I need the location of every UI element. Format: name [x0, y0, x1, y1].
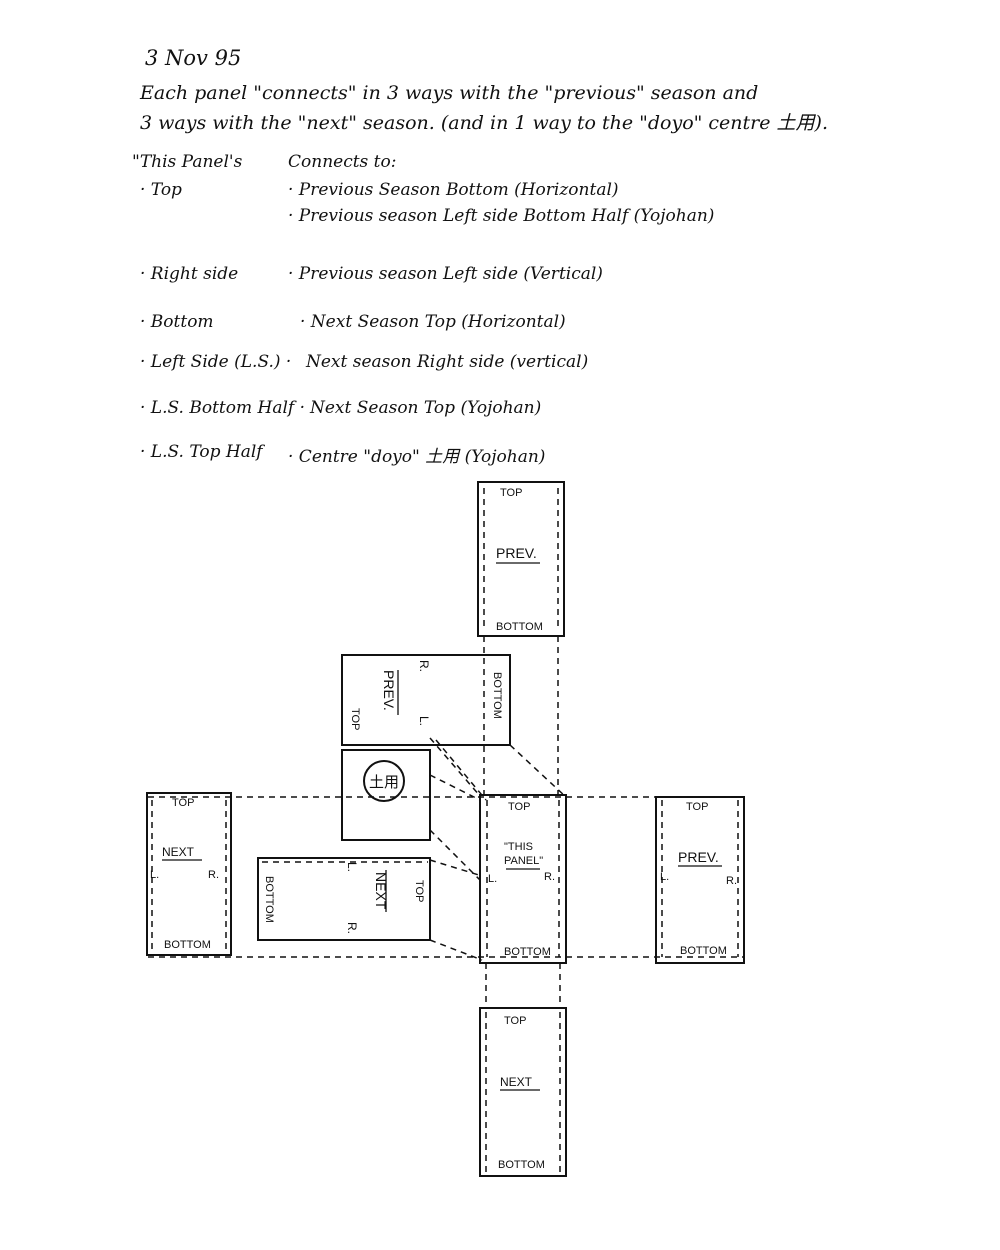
- left-panel-left-label: L.: [150, 869, 159, 881]
- rotated-next-bottom-label: BOTTOM: [263, 876, 275, 923]
- date-heading: 3 Nov 95: [145, 46, 242, 70]
- top-panel-bottom-label: BOTTOM: [496, 621, 543, 633]
- row-target-right-side: · Previous season Left side (Vertical): [288, 264, 603, 284]
- centre-doyo-outline: [341, 749, 431, 841]
- right-panel-left-label: L.: [660, 871, 669, 883]
- row-label-bottom: · Bottom: [140, 312, 214, 332]
- row-target-top-1: · Previous Season Bottom (Horizontal): [288, 180, 619, 200]
- row-label-ls-bottom-half: · L.S. Bottom Half ·: [140, 398, 305, 418]
- top-panel-top-label: TOP: [500, 487, 522, 499]
- column-header-this-panel: "This Panel's: [132, 152, 243, 172]
- row-target-left-side: Next season Right side (vertical): [306, 352, 589, 372]
- left-panel-bottom-label: BOTTOM: [164, 939, 211, 951]
- top-panel-outline: [477, 481, 565, 637]
- intro-line-1: Each panel "connects" in 3 ways with the…: [140, 82, 759, 104]
- right-panel-name: PREV.: [678, 849, 719, 865]
- rotated-next-left-label: L.: [345, 862, 359, 872]
- row-label-left-side: · Left Side (L.S.) ·: [140, 352, 292, 372]
- this-panel-name-line-2: PANEL": [504, 855, 543, 867]
- row-target-bottom: · Next Season Top (Horizontal): [300, 312, 566, 332]
- row-label-ls-top-half: · L.S. Top Half: [140, 442, 263, 462]
- bottom-panel-name: NEXT: [500, 1075, 533, 1089]
- column-header-connects-to: Connects to:: [288, 152, 397, 172]
- left-panel-top-label: TOP: [172, 797, 194, 809]
- this-panel-right-label: R.: [544, 871, 555, 883]
- rotated-prev-bottom-label: BOTTOM: [491, 672, 503, 719]
- right-panel-top-label: TOP: [686, 801, 708, 813]
- left-panel-right-label: R.: [208, 869, 219, 881]
- centre-doyo-circle: [363, 760, 405, 802]
- this-panel-name-line-1: "THIS: [504, 841, 533, 853]
- rotated-prev-name: PREV.: [381, 670, 397, 711]
- intro-line-2: 3 ways with the "next" season. (and in 1…: [140, 112, 828, 134]
- bottom-panel-outline: [479, 1007, 567, 1177]
- row-label-right-side: · Right side: [140, 264, 239, 284]
- rotated-next-right-label: R.: [345, 922, 359, 934]
- rotated-next-outline: [257, 857, 431, 941]
- bottom-panel-bottom-label: BOTTOM: [498, 1159, 545, 1171]
- this-panel-bottom-label: BOTTOM: [504, 946, 551, 958]
- rotated-next-top-label: TOP: [413, 880, 425, 902]
- centre-doyo-glyph: 土用: [369, 773, 399, 791]
- right-panel-bottom-label: BOTTOM: [680, 945, 727, 957]
- rotated-prev-outline: [341, 654, 511, 746]
- row-target-ls-top-half: · Centre "doyo" 土用 (Yojohan): [288, 447, 546, 467]
- rotated-prev-left-label: L.: [417, 716, 431, 726]
- row-target-top-2: · Previous season Left side Bottom Half …: [288, 206, 715, 226]
- rotated-prev-top-label: TOP: [349, 708, 361, 730]
- row-label-top: · Top: [140, 180, 182, 200]
- this-panel-left-label: L.: [488, 873, 497, 885]
- left-panel-name: NEXT: [162, 845, 195, 859]
- this-panel-top-label: TOP: [508, 801, 530, 813]
- right-panel-right-label: R.: [726, 875, 737, 887]
- row-target-ls-bottom-half: Next Season Top (Yojohan): [310, 398, 542, 418]
- rotated-prev-right-label: R.: [417, 660, 431, 672]
- rotated-next-name: NEXT: [373, 872, 389, 910]
- bottom-panel-top-label: TOP: [504, 1015, 526, 1027]
- top-panel-name: PREV.: [496, 545, 537, 561]
- left-panel-outline: [146, 792, 232, 956]
